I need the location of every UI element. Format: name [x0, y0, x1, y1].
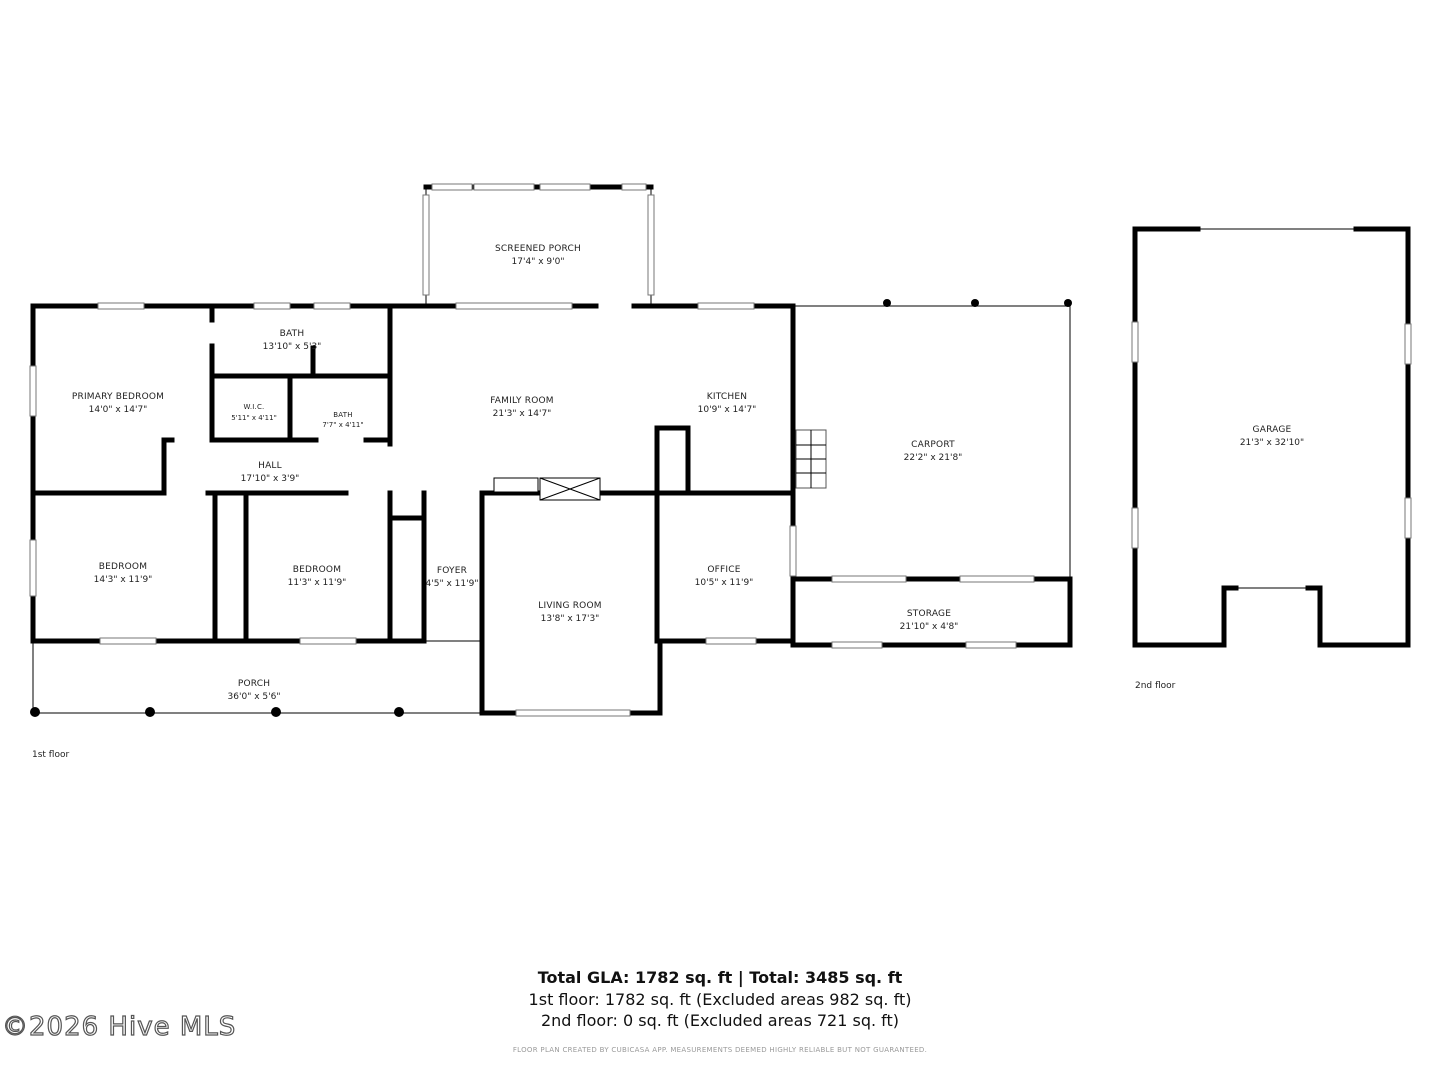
summary-first-floor: 1st floor: 1782 sq. ft (Excluded areas 9…	[528, 990, 912, 1009]
room-name-garage: GARAGE	[1253, 425, 1292, 435]
room-labels: SCREENED PORCH 17'4" x 9'0" BATH 13'10" …	[32, 244, 1304, 760]
room-name-hall: HALL	[258, 461, 282, 471]
room-dim-living-room: 13'8" x 17'3"	[541, 614, 600, 624]
room-name-family-room: FAMILY ROOM	[490, 396, 554, 406]
screened-porch-outline	[422, 183, 655, 305]
floor-label-second: 2nd floor	[1135, 681, 1176, 691]
room-name-kitchen: KITCHEN	[707, 392, 747, 402]
room-name-bath-small: BATH	[333, 411, 352, 419]
room-dim-office: 10'5" x 11'9"	[695, 578, 754, 588]
room-name-foyer: FOYER	[437, 566, 467, 576]
room-dim-carport: 22'2" x 21'8"	[904, 453, 963, 463]
room-dim-foyer: 4'5" x 11'9"	[426, 579, 479, 589]
room-dim-bedroom-2: 11'3" x 11'9"	[288, 578, 347, 588]
room-name-primary-bedroom: PRIMARY BEDROOM	[72, 392, 164, 402]
room-dim-screened-porch: 17'4" x 9'0"	[512, 257, 565, 267]
garage-outline	[1131, 226, 1412, 648]
room-dim-storage: 21'10" x 4'8"	[900, 622, 959, 632]
room-name-living-room: LIVING ROOM	[538, 601, 601, 611]
room-dim-family-room: 21'3" x 14'7"	[493, 409, 552, 419]
room-name-bedroom-2: BEDROOM	[293, 565, 341, 575]
porch-outline	[30, 640, 482, 717]
room-dim-bath-main: 13'10" x 5'3"	[263, 342, 322, 352]
house-walls	[29, 302, 827, 717]
summary-second-floor: 2nd floor: 0 sq. ft (Excluded areas 721 …	[540, 1011, 900, 1030]
room-name-storage: STORAGE	[907, 609, 951, 619]
room-dim-primary-bedroom: 14'0" x 14'7"	[89, 405, 148, 415]
room-name-carport: CARPORT	[911, 440, 955, 450]
room-name-office: OFFICE	[707, 565, 740, 575]
floor-label-first: 1st floor	[32, 750, 69, 760]
summary-total: Total GLA: 1782 sq. ft | Total: 3485 sq.…	[537, 968, 903, 987]
carport-outline	[790, 299, 1073, 649]
room-dim-garage: 21'3" x 32'10"	[1240, 438, 1304, 448]
room-name-porch: PORCH	[238, 679, 270, 689]
room-name-screened-porch: SCREENED PORCH	[495, 244, 581, 254]
room-name-bedroom-1: BEDROOM	[99, 562, 147, 572]
room-dim-bedroom-1: 14'3" x 11'9"	[94, 575, 153, 585]
room-name-wic: W.I.C.	[244, 403, 265, 411]
watermark: ©2026 Hive MLS	[1, 1011, 237, 1042]
room-dim-porch: 36'0" x 5'6"	[228, 692, 281, 702]
room-dim-kitchen: 10'9" x 14'7"	[698, 405, 757, 415]
room-dim-wic: 5'11" x 4'11"	[231, 414, 277, 422]
room-dim-bath-small: 7'7" x 4'11"	[322, 421, 363, 429]
room-dim-hall: 17'10" x 3'9"	[241, 474, 300, 484]
room-name-bath-main: BATH	[280, 329, 305, 339]
disclaimer-text: FLOOR PLAN CREATED BY CUBICASA APP. MEAS…	[512, 1046, 928, 1054]
